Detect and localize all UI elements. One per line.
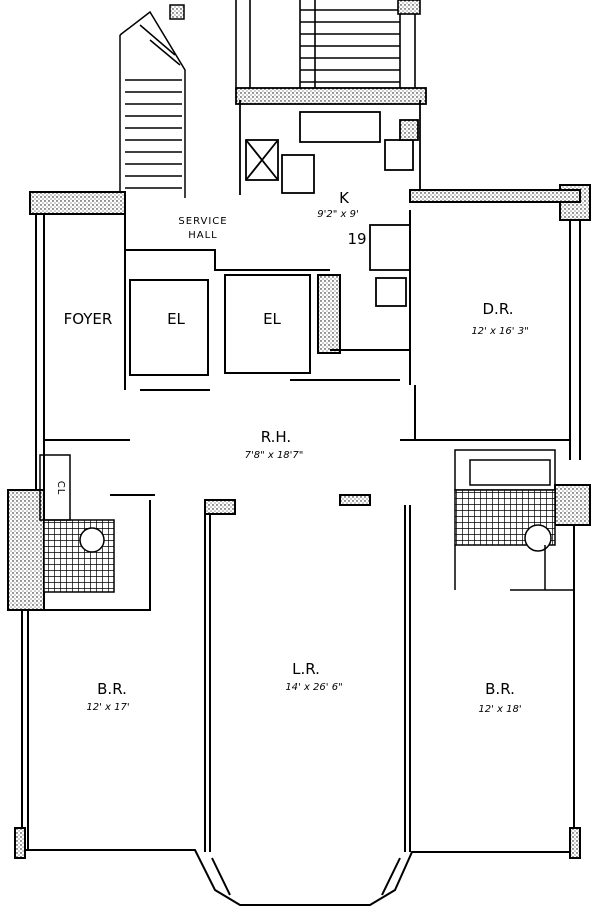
service-hall-label-2: HALL [188,230,218,241]
elevator-2-label: EL [263,310,281,328]
stairs-center [235,0,421,90]
elevators [124,210,411,391]
bedroom-right-dims: 12' x 18' [478,704,521,715]
foyer-label: FOYER [64,310,113,328]
exterior-walls [7,184,591,906]
dining-room-name: D.R. [483,300,514,318]
reception-hall-dims: 7'8" x 18'7" [245,450,304,461]
bedroom-left-dims: 12' x 17' [86,702,129,713]
bathroom-left [39,454,115,593]
kitchen [235,87,427,307]
bedroom-right-name: B.R. [485,680,515,698]
service-hall-label-1: SERVICE [178,216,227,227]
elevator-1-label: EL [167,310,185,328]
bedroom-left-name: B.R. [97,680,127,698]
interior-walls [22,210,570,852]
living-room-name: L.R. [292,660,320,678]
kitchen-name: K [339,189,350,207]
reception-hall-name: R.H. [261,428,291,446]
kitchen-number: 19 [347,230,366,248]
bathroom-right [454,449,575,591]
kitchen-dims: 9'2" x 9' [317,209,358,220]
dining-room-dims: 12' x 16' 3" [471,326,528,337]
living-room-dims: 14' x 26' 6" [285,682,342,693]
stairs-left [119,4,186,198]
closet-label: CL [55,481,66,496]
